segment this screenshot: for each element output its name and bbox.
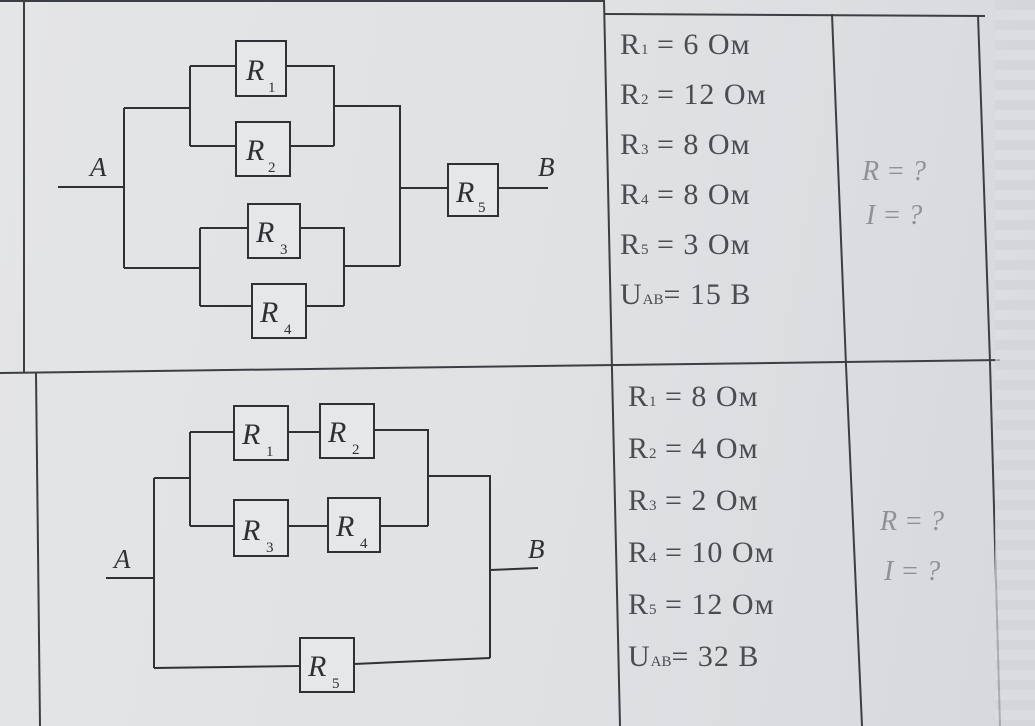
table-grid bbox=[0, 0, 1001, 726]
node-b-label: B bbox=[538, 152, 555, 182]
given-values-1: R1 = 6 Ом R2 = 12 Ом R3 = 8 Ом R4 = 8 Ом… bbox=[620, 28, 830, 358]
node-a-label: A bbox=[88, 152, 107, 182]
resistor-index: 5 bbox=[332, 676, 340, 692]
resistor-letter: R bbox=[245, 134, 264, 167]
given-value: UAB= 32 В bbox=[628, 640, 760, 673]
resistor-r1-c1: R 1 bbox=[235, 40, 287, 97]
given-value: R1 = 6 Ом bbox=[620, 28, 751, 61]
resistor-letter: R bbox=[455, 176, 474, 209]
resistor-index: 5 bbox=[478, 200, 486, 216]
circuit-2-wires bbox=[106, 429, 539, 669]
given-value: R3 = 2 Ом bbox=[628, 484, 759, 517]
given-value: R2 = 12 Ом bbox=[620, 78, 767, 111]
find-r-1: R = ? bbox=[862, 156, 926, 187]
resistor-index: 4 bbox=[360, 536, 368, 552]
resistor-index: 2 bbox=[268, 160, 276, 176]
resistor-letter: R bbox=[245, 54, 264, 87]
given-value: R3 = 8 Ом bbox=[620, 128, 751, 161]
circuit-1-wires bbox=[58, 65, 548, 307]
given-value: R2 = 4 Ом bbox=[628, 432, 759, 465]
resistor-letter: R bbox=[335, 510, 354, 543]
node-a-label: A bbox=[112, 544, 131, 574]
resistor-index: 1 bbox=[266, 444, 274, 460]
resistor-r2-c1: R 2 bbox=[235, 121, 291, 177]
resistor-r5-c1: R 5 bbox=[447, 163, 499, 217]
resistor-letter: R bbox=[259, 296, 278, 329]
given-value: R5 = 12 Ом bbox=[628, 588, 775, 621]
resistor-r3-c2: R 3 bbox=[233, 499, 289, 557]
given-value: UAB= 15 В bbox=[620, 278, 752, 311]
resistor-index: 1 bbox=[268, 80, 276, 96]
given-values-2: R1 = 8 Ом R2 = 4 Ом R3 = 2 Ом R4 = 10 Ом… bbox=[628, 380, 848, 710]
resistor-index: 4 bbox=[284, 322, 292, 338]
given-value: R1 = 8 Ом bbox=[628, 380, 759, 413]
find-i-2: I = ? bbox=[884, 556, 941, 587]
resistor-letter: R bbox=[327, 416, 346, 449]
resistor-r2-c2: R 2 bbox=[319, 403, 375, 459]
page-edge-strip bbox=[995, 0, 1035, 726]
find-i-1: I = ? bbox=[866, 200, 923, 231]
node-b-label: B bbox=[528, 534, 545, 564]
resistor-index: 3 bbox=[280, 242, 288, 258]
find-r-2: R = ? bbox=[880, 506, 944, 537]
resistor-r5-c2: R 5 bbox=[299, 637, 355, 693]
resistor-index: 2 bbox=[352, 442, 360, 458]
resistor-index: 3 bbox=[266, 540, 274, 556]
resistor-letter: R bbox=[307, 650, 326, 683]
resistor-letter: R bbox=[241, 514, 260, 547]
resistor-r4-c2: R 4 bbox=[327, 497, 381, 553]
resistor-r4-c1: R 4 bbox=[251, 283, 307, 339]
given-value: R4 = 10 Ом bbox=[628, 536, 775, 569]
resistor-r3-c1: R 3 bbox=[247, 203, 301, 259]
resistor-r1-c2: R 1 bbox=[233, 405, 289, 461]
given-value: R5 = 3 Ом bbox=[620, 228, 751, 261]
resistor-letter: R bbox=[241, 418, 260, 451]
given-value: R4 = 8 Ом bbox=[620, 178, 751, 211]
resistor-letter: R bbox=[255, 216, 274, 249]
